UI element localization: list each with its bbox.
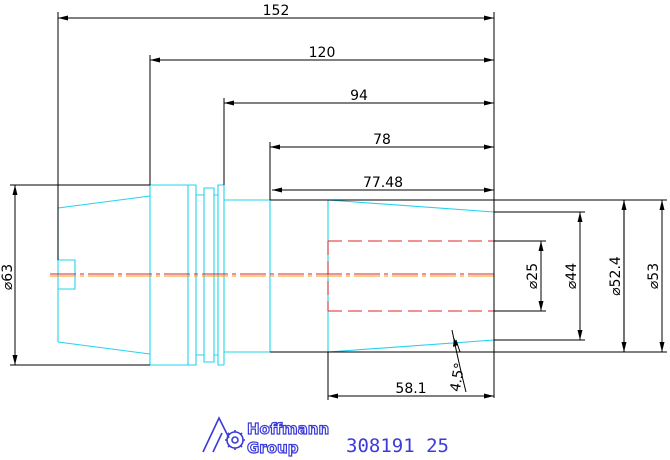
dim-120-label: 120: [309, 45, 336, 61]
dim-taper-angle-label: 4.5°: [448, 362, 469, 394]
dim-78-label: 78: [373, 132, 391, 148]
tool-holder-outline: [57, 184, 495, 366]
collar-groove: [188, 184, 224, 366]
dim-77-48-label: 77.48: [363, 175, 403, 191]
length-dimensions: [57, 12, 495, 400]
company-name-line2: Group: [247, 439, 299, 457]
dim-dia-25-label: ⌀25: [525, 263, 541, 289]
centerline: [50, 273, 494, 277]
part-number: 308191 25: [346, 435, 449, 457]
collar-lines: [195, 185, 225, 365]
diameter-dimensions: [10, 184, 667, 366]
dim-152-label: 152: [263, 3, 290, 19]
shank-taper: [57, 185, 151, 365]
hoffmann-logo-icon: [202, 416, 245, 453]
hidden-bore-lines: [327, 240, 494, 312]
dim-dia-53-label: ⌀53: [646, 263, 662, 289]
dim-dia-52-4-label: ⌀52.4: [608, 256, 624, 296]
dim-dia-44-label: ⌀44: [564, 263, 580, 289]
dim-dia-63-label: ⌀63: [0, 264, 16, 290]
hoffmann-logo: Hoffmann Group: [202, 416, 330, 458]
dim-58-1-label: 58.1: [395, 381, 426, 397]
flange: [150, 184, 189, 366]
taper-angle-dimension: [451, 329, 467, 393]
taper-angle-arrow: [453, 338, 458, 347]
company-name-line1: Hoffmann: [247, 420, 329, 438]
dim-94-label: 94: [350, 88, 368, 104]
